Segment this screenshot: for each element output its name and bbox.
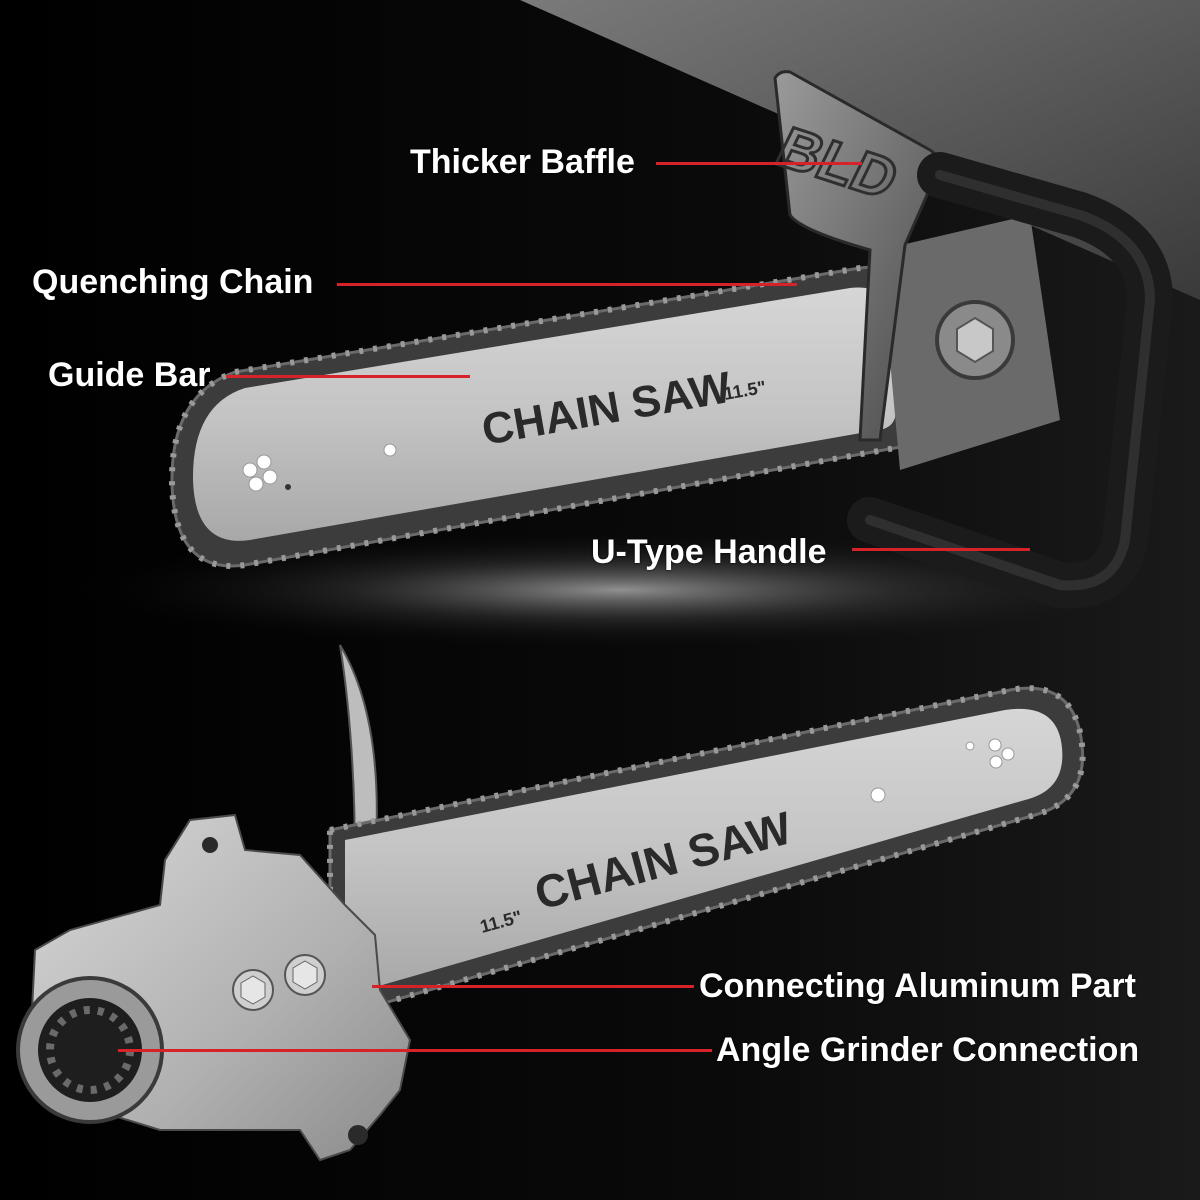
aluminum-bolts [202, 837, 368, 1145]
callout-quenching-chain: Quenching Chain [32, 263, 314, 301]
leader-angle-grinder-connection [118, 1049, 712, 1052]
top-guide-bar [192, 287, 897, 541]
callout-guide-bar: Guide Bar [48, 356, 211, 394]
floor-reflection [60, 530, 1180, 650]
leader-connecting-aluminum-part [372, 985, 694, 988]
top-chainsaw: CHAIN SAW 11.5" BLD [168, 70, 1173, 609]
leader-u-type-handle [852, 548, 1030, 551]
leader-quenching-chain [337, 283, 797, 286]
callout-connecting-aluminum-part: Connecting Aluminum Part [699, 967, 1136, 1005]
callout-u-type-handle: U-Type Handle [591, 533, 827, 571]
callout-thicker-baffle: Thicker Baffle [410, 143, 635, 181]
callout-angle-grinder-connection: Angle Grinder Connection [716, 1031, 1140, 1069]
bottom-bar-holes [870, 738, 1015, 803]
bottom-guide-bar [345, 708, 1063, 991]
top-nut [956, 316, 994, 364]
leader-guide-bar [226, 375, 470, 378]
top-bar-holes [242, 443, 397, 492]
leader-thicker-baffle [656, 162, 862, 165]
bottom-chainsaw: CHAIN SAW 11.5" [16, 644, 1086, 1162]
